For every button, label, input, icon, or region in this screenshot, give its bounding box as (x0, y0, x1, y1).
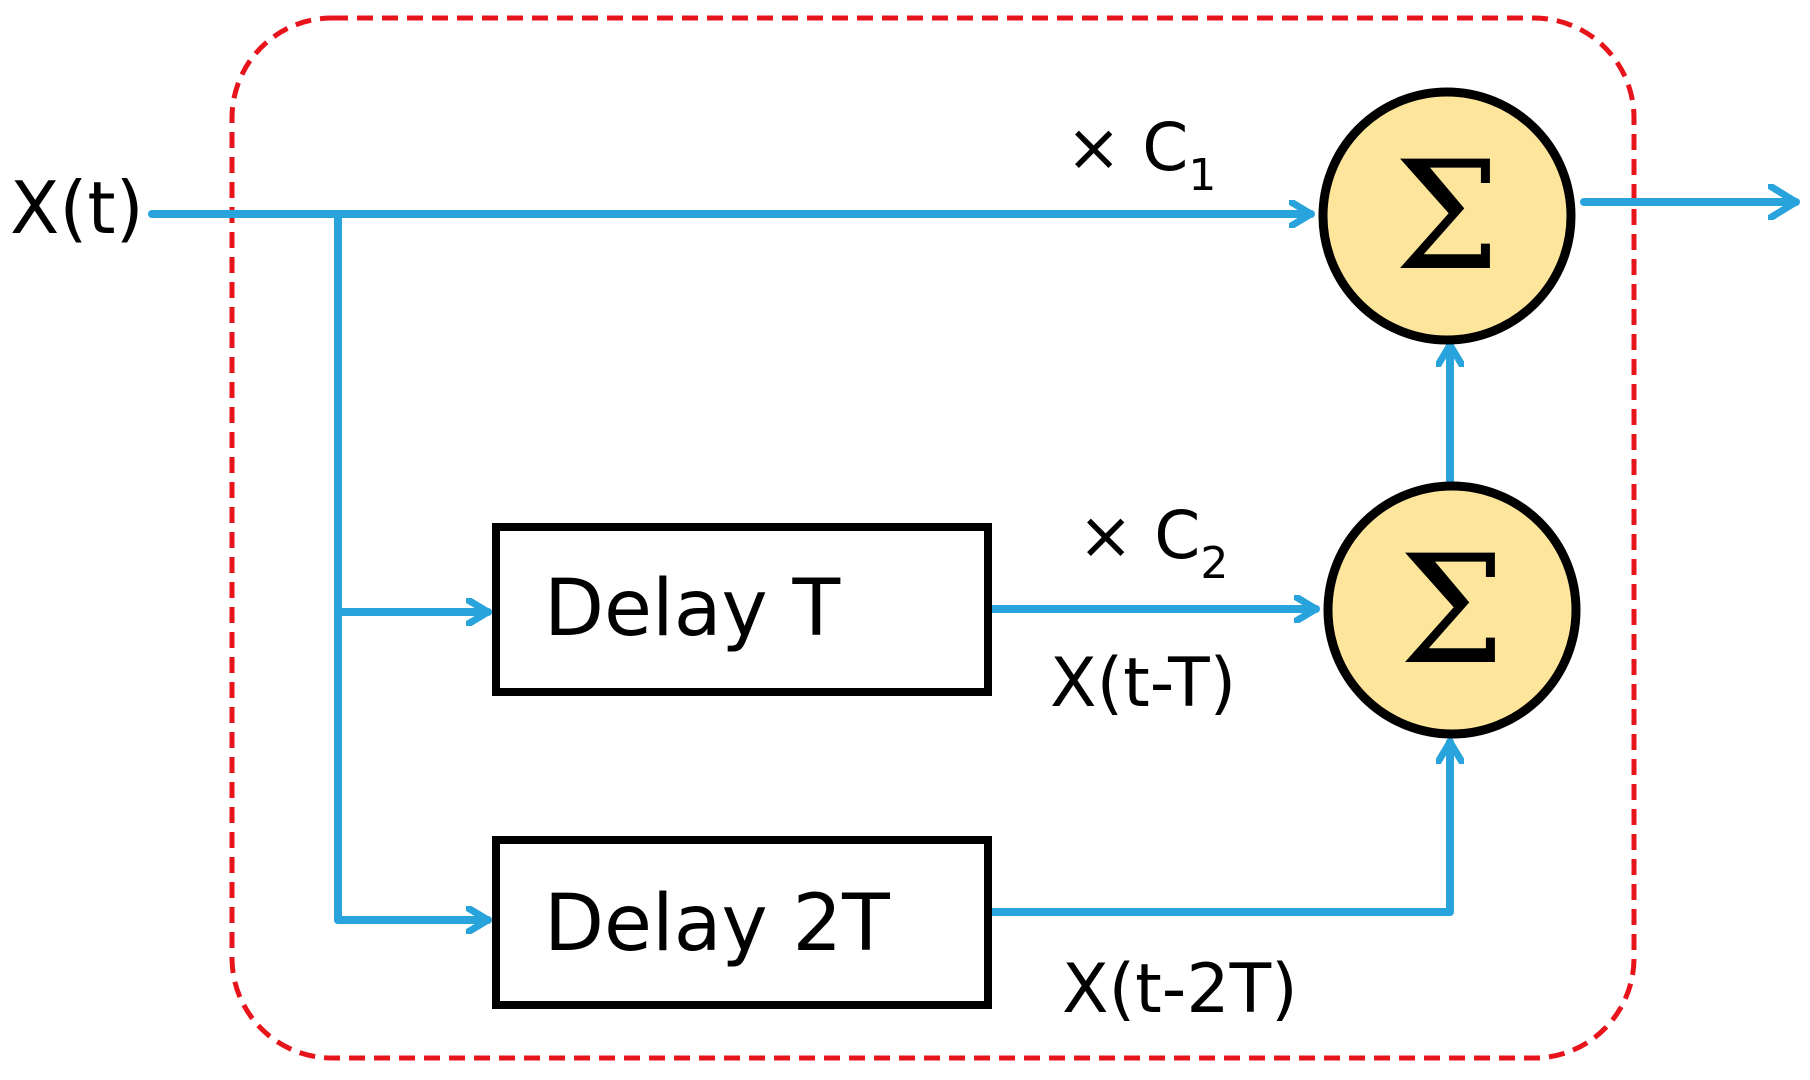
input-label: X(t) (10, 166, 144, 250)
delay-2t-block: Delay 2T (492, 836, 992, 1009)
gain-c2-subscript: 2 (1200, 538, 1228, 589)
top-summer-sigma: Σ (1394, 130, 1500, 304)
top-summer: Σ (1318, 87, 1576, 345)
gain-c1-subscript: 1 (1188, 150, 1216, 201)
gain-c1-prefix: × C (1066, 109, 1188, 186)
delay-t-block: Delay T (492, 523, 992, 696)
bottom-summer-sigma: Σ (1399, 524, 1505, 698)
gain-c2-label: × C2 (1078, 497, 1228, 589)
signal-lines (148, 202, 1800, 920)
bottom-summer-circle (1323, 481, 1581, 739)
delay-t-box (492, 523, 992, 696)
delay-2t-output-label: X(t-2T) (1062, 950, 1298, 1029)
delay-2t-output-line (984, 738, 1450, 916)
gain-c2-prefix: × C (1078, 497, 1200, 574)
delay-t-output-label: X(t-T) (1050, 644, 1236, 723)
delay-2t-label: Delay 2T (544, 879, 890, 969)
bottom-summer: Σ (1323, 481, 1581, 739)
delay-2t-box (492, 836, 992, 1009)
top-summer-circle (1318, 87, 1576, 345)
gain-c1-label: × C1 (1066, 109, 1216, 201)
system-boundary (229, 15, 1637, 1061)
delay-t-label: Delay T (544, 564, 840, 654)
